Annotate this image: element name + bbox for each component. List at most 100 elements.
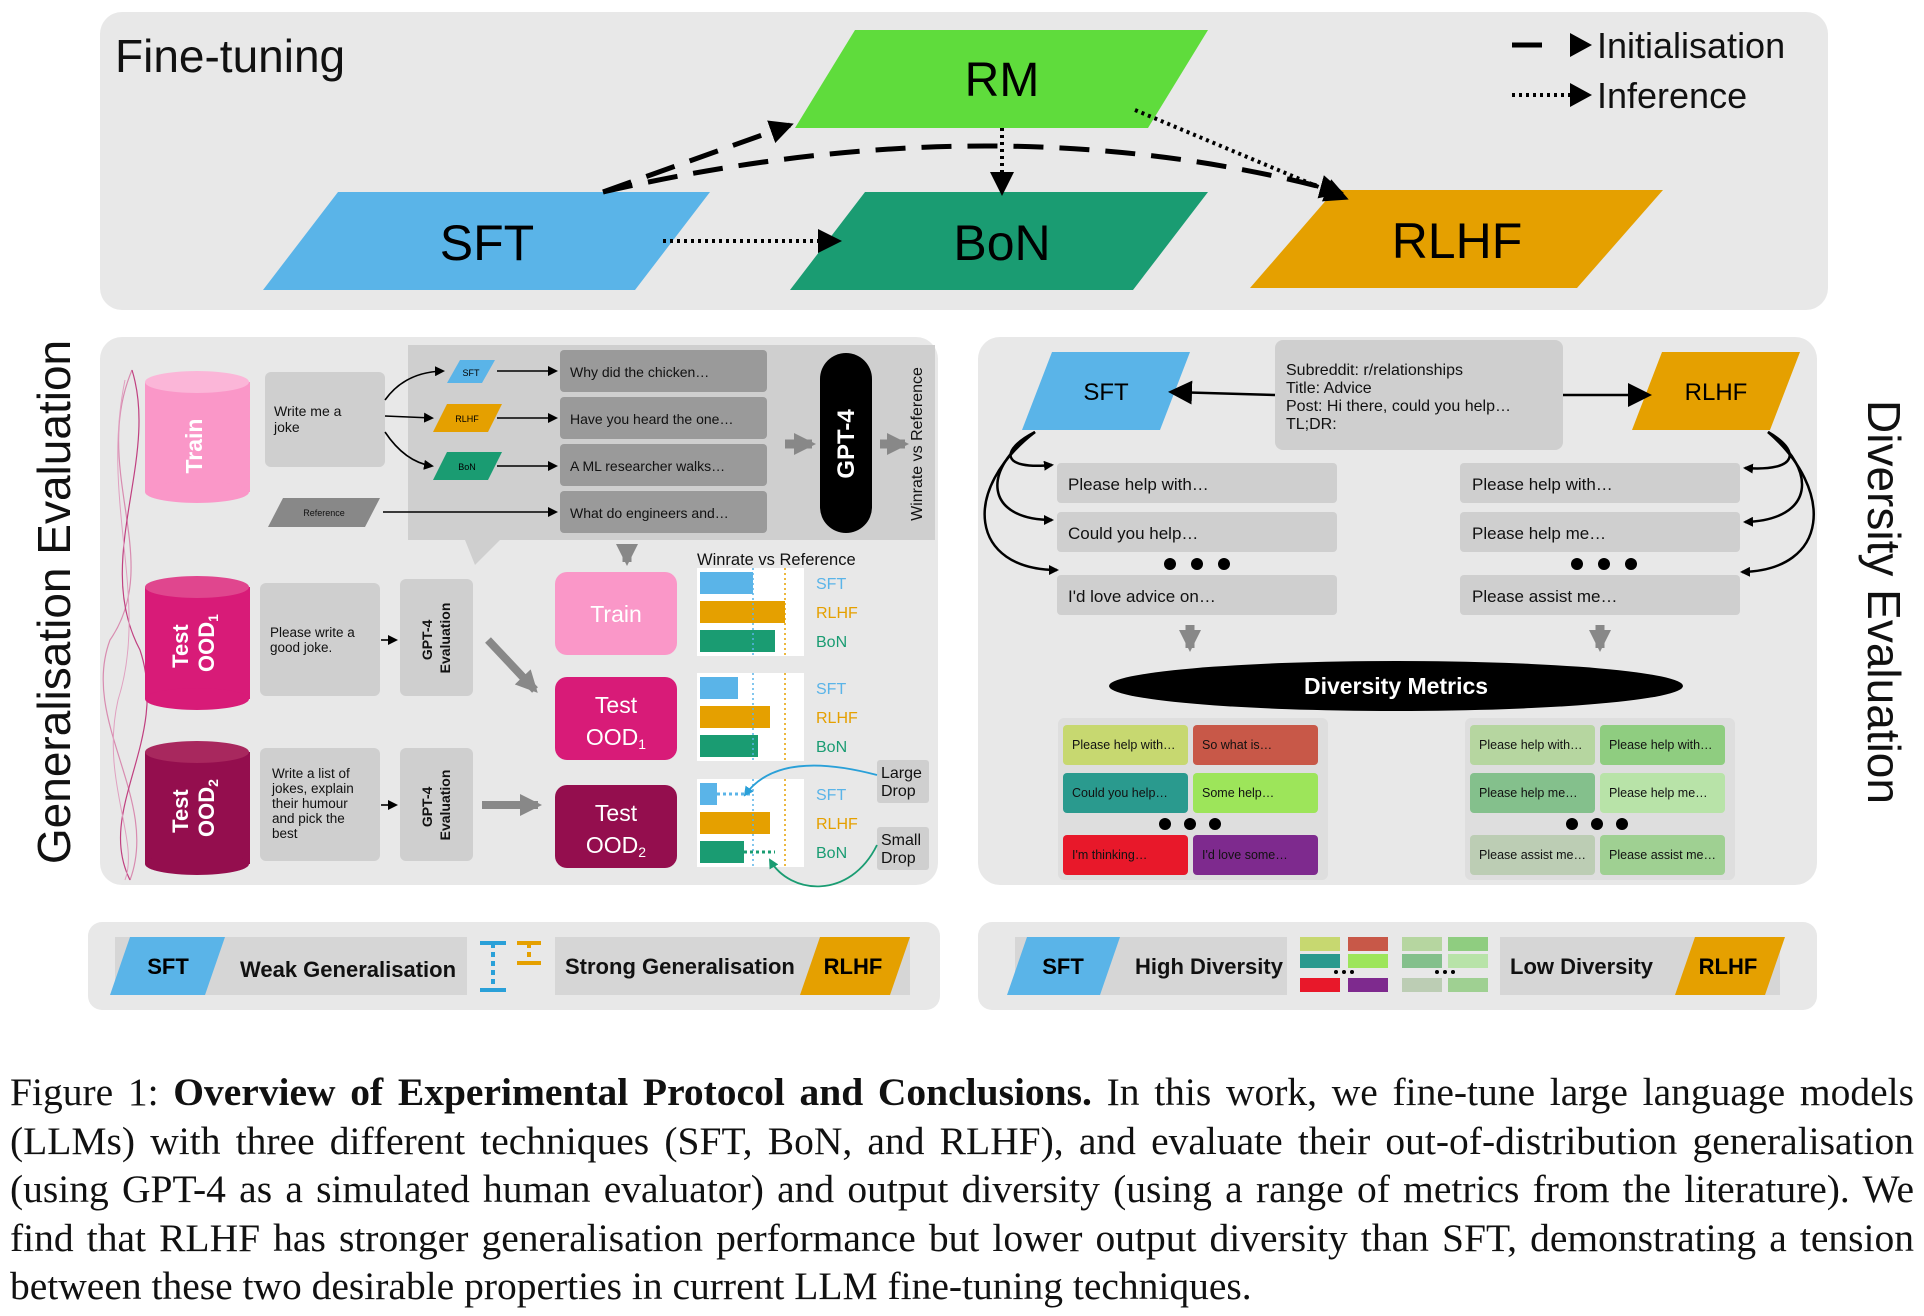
- bon-mini-box: [433, 452, 502, 480]
- large-drop-box: [877, 760, 929, 803]
- large-drop-label: Drop: [881, 783, 916, 800]
- winrate-bar-rlhf: [700, 601, 785, 623]
- winrate-series-label: BoN: [816, 634, 847, 651]
- div-sft-box: [1022, 352, 1190, 430]
- rlhf-mini-label: RLHF: [455, 414, 479, 424]
- high-diversity-label: High Diversity: [1135, 954, 1284, 979]
- ood1-gpt4-eval-box: [400, 579, 473, 696]
- div-rlhf-label: RLHF: [1685, 379, 1748, 406]
- sft-output-text: Could you help…: [1068, 524, 1198, 543]
- bon-label: BoN: [953, 215, 1050, 271]
- finetuning-title: Fine-tuning: [115, 30, 345, 82]
- rm-label: RM: [965, 54, 1040, 107]
- sft-to-rm-arrow: [602, 120, 794, 195]
- ood1-cylinder: Test OOD1: [145, 576, 250, 710]
- ood2-result-ood: OOD: [586, 832, 638, 858]
- rlhf-mini-box: [433, 404, 502, 432]
- low-rlhf-label: RLHF: [1699, 954, 1758, 979]
- ood1-cylinder-sub: 1: [205, 614, 221, 622]
- winrate-bar-rlhf: [700, 812, 770, 834]
- mini-uniform-grid-icon: [1402, 937, 1488, 992]
- high-sft-label: SFT: [1042, 954, 1084, 979]
- large-drop-label: Large: [881, 765, 922, 782]
- sft-grid-text: I'm thinking…: [1072, 848, 1147, 862]
- mini-diverse-grid-icon: [1300, 937, 1388, 992]
- sft-box: [263, 192, 710, 290]
- bon-mini-label: BoN: [458, 462, 476, 472]
- reference-mini-box: [268, 498, 380, 527]
- sft-output-box: [1057, 512, 1337, 552]
- rlhf-box: [1250, 190, 1663, 288]
- ood2-prompt-line: best: [272, 826, 298, 841]
- rm-to-rlhf-arrow: [1134, 108, 1349, 202]
- ood2-result-box: [555, 785, 677, 868]
- prompt-to-rlhf-arrow: [384, 412, 434, 423]
- low-diversity-label: Low Diversity: [1510, 954, 1654, 979]
- winrate-series-label: BoN: [816, 739, 847, 756]
- ood2-gpt4-eval-sub: Evaluation: [437, 770, 453, 841]
- ood1-gpt4-eval-sub: Evaluation: [437, 603, 453, 674]
- strong-generalisation-label: Strong Generalisation: [565, 954, 795, 979]
- ood2-gpt4-eval-box: [400, 748, 473, 861]
- ood1-prompt-line: good joke.: [270, 640, 332, 655]
- div-prompt-line: Title: Advice: [1286, 380, 1372, 397]
- svg-text:Subreddit: r/relationships: Subreddit: r/relationships Title: Advice…: [1286, 362, 1515, 433]
- rlhf-grid-cell: [1470, 773, 1595, 813]
- ood1-result-ood: OOD: [586, 724, 638, 750]
- legend-inference-arrow: [1570, 83, 1592, 107]
- reference-mini-label: Reference: [303, 508, 345, 518]
- sft-curve-arrow: [1009, 430, 1054, 471]
- output-text: A ML researcher walks…: [570, 458, 725, 474]
- winrate-bar-bon: [700, 630, 775, 652]
- sft-label: SFT: [440, 215, 534, 271]
- sft-output-box: [1057, 463, 1337, 503]
- div-prompt-line: Subreddit: r/relationships: [1286, 362, 1463, 379]
- ood2-cylinder-test: Test: [168, 789, 193, 833]
- div-sft-label: SFT: [1083, 379, 1129, 406]
- rlhf-output-box: [1460, 463, 1740, 503]
- strong-rlhf-tag: [800, 937, 910, 995]
- winrate-series-label: BoN: [816, 845, 847, 862]
- rlhf-output-text: Please help with…: [1472, 475, 1613, 494]
- swirl-line: [102, 369, 138, 881]
- train-cylinder: Train: [145, 371, 250, 503]
- rlhf-grid-cell: [1600, 835, 1725, 875]
- gpt4-pill: [820, 353, 872, 533]
- small-drop-arrow: [769, 844, 878, 888]
- rlhf-grid-text: Please assist me…: [1479, 848, 1586, 862]
- train-result-box: [555, 572, 677, 655]
- rlhf-grid-cell: [1600, 773, 1725, 813]
- small-drop-label: Drop: [881, 850, 916, 867]
- swirl-line: [119, 369, 148, 881]
- ood2-cylinder-ood: OOD: [194, 787, 219, 837]
- legend-inference-label: Inference: [1597, 75, 1747, 116]
- svg-text:OOD1: OOD1: [586, 724, 646, 752]
- small-drop-label: Small: [881, 832, 921, 849]
- sft-grid-text: Some help…: [1202, 786, 1274, 800]
- sft-grid-cell: [1193, 835, 1318, 875]
- sft-grid-cell: [1193, 725, 1318, 765]
- winrate-bar-bon: [700, 841, 744, 863]
- sft-curve-arrow: [983, 431, 1059, 575]
- legend-init-arrow: [1570, 33, 1592, 57]
- sft-grid-cell: [1063, 773, 1188, 813]
- swirl-line: [112, 379, 130, 881]
- ood1-eval-to-result-arrow: [485, 637, 538, 693]
- winrate-bar-sft: [700, 783, 717, 805]
- train-cylinder-label: Train: [181, 419, 207, 474]
- rlhf-grid-cell: [1470, 725, 1595, 765]
- sft-output-text: Please help with…: [1068, 475, 1209, 494]
- train-prompt-line: joke: [273, 419, 300, 435]
- rlhf-output-text: Please assist me…: [1472, 587, 1618, 606]
- high-sft-tag: [1007, 937, 1120, 995]
- caption-prefix: Figure 1:: [10, 1070, 174, 1114]
- generated-outputs: Why did the chicken… Have you heard the …: [560, 350, 767, 533]
- generalisation-summary-bar: SFT Weak Generalisation Strong Generalis…: [88, 922, 940, 1010]
- ood2-cylinder-sub: 2: [205, 779, 221, 787]
- div-prompt-box: [1275, 340, 1563, 450]
- generalisation-title: Generalisation Evaluation: [28, 340, 80, 864]
- sft-grid-text: I'd love some…: [1202, 848, 1288, 862]
- generalisation-panel: Generalisation Evaluation Train Test OOD…: [28, 337, 938, 888]
- diversity-summary-bar: SFT High Diversity Low Diversity RLHF: [978, 922, 1817, 1010]
